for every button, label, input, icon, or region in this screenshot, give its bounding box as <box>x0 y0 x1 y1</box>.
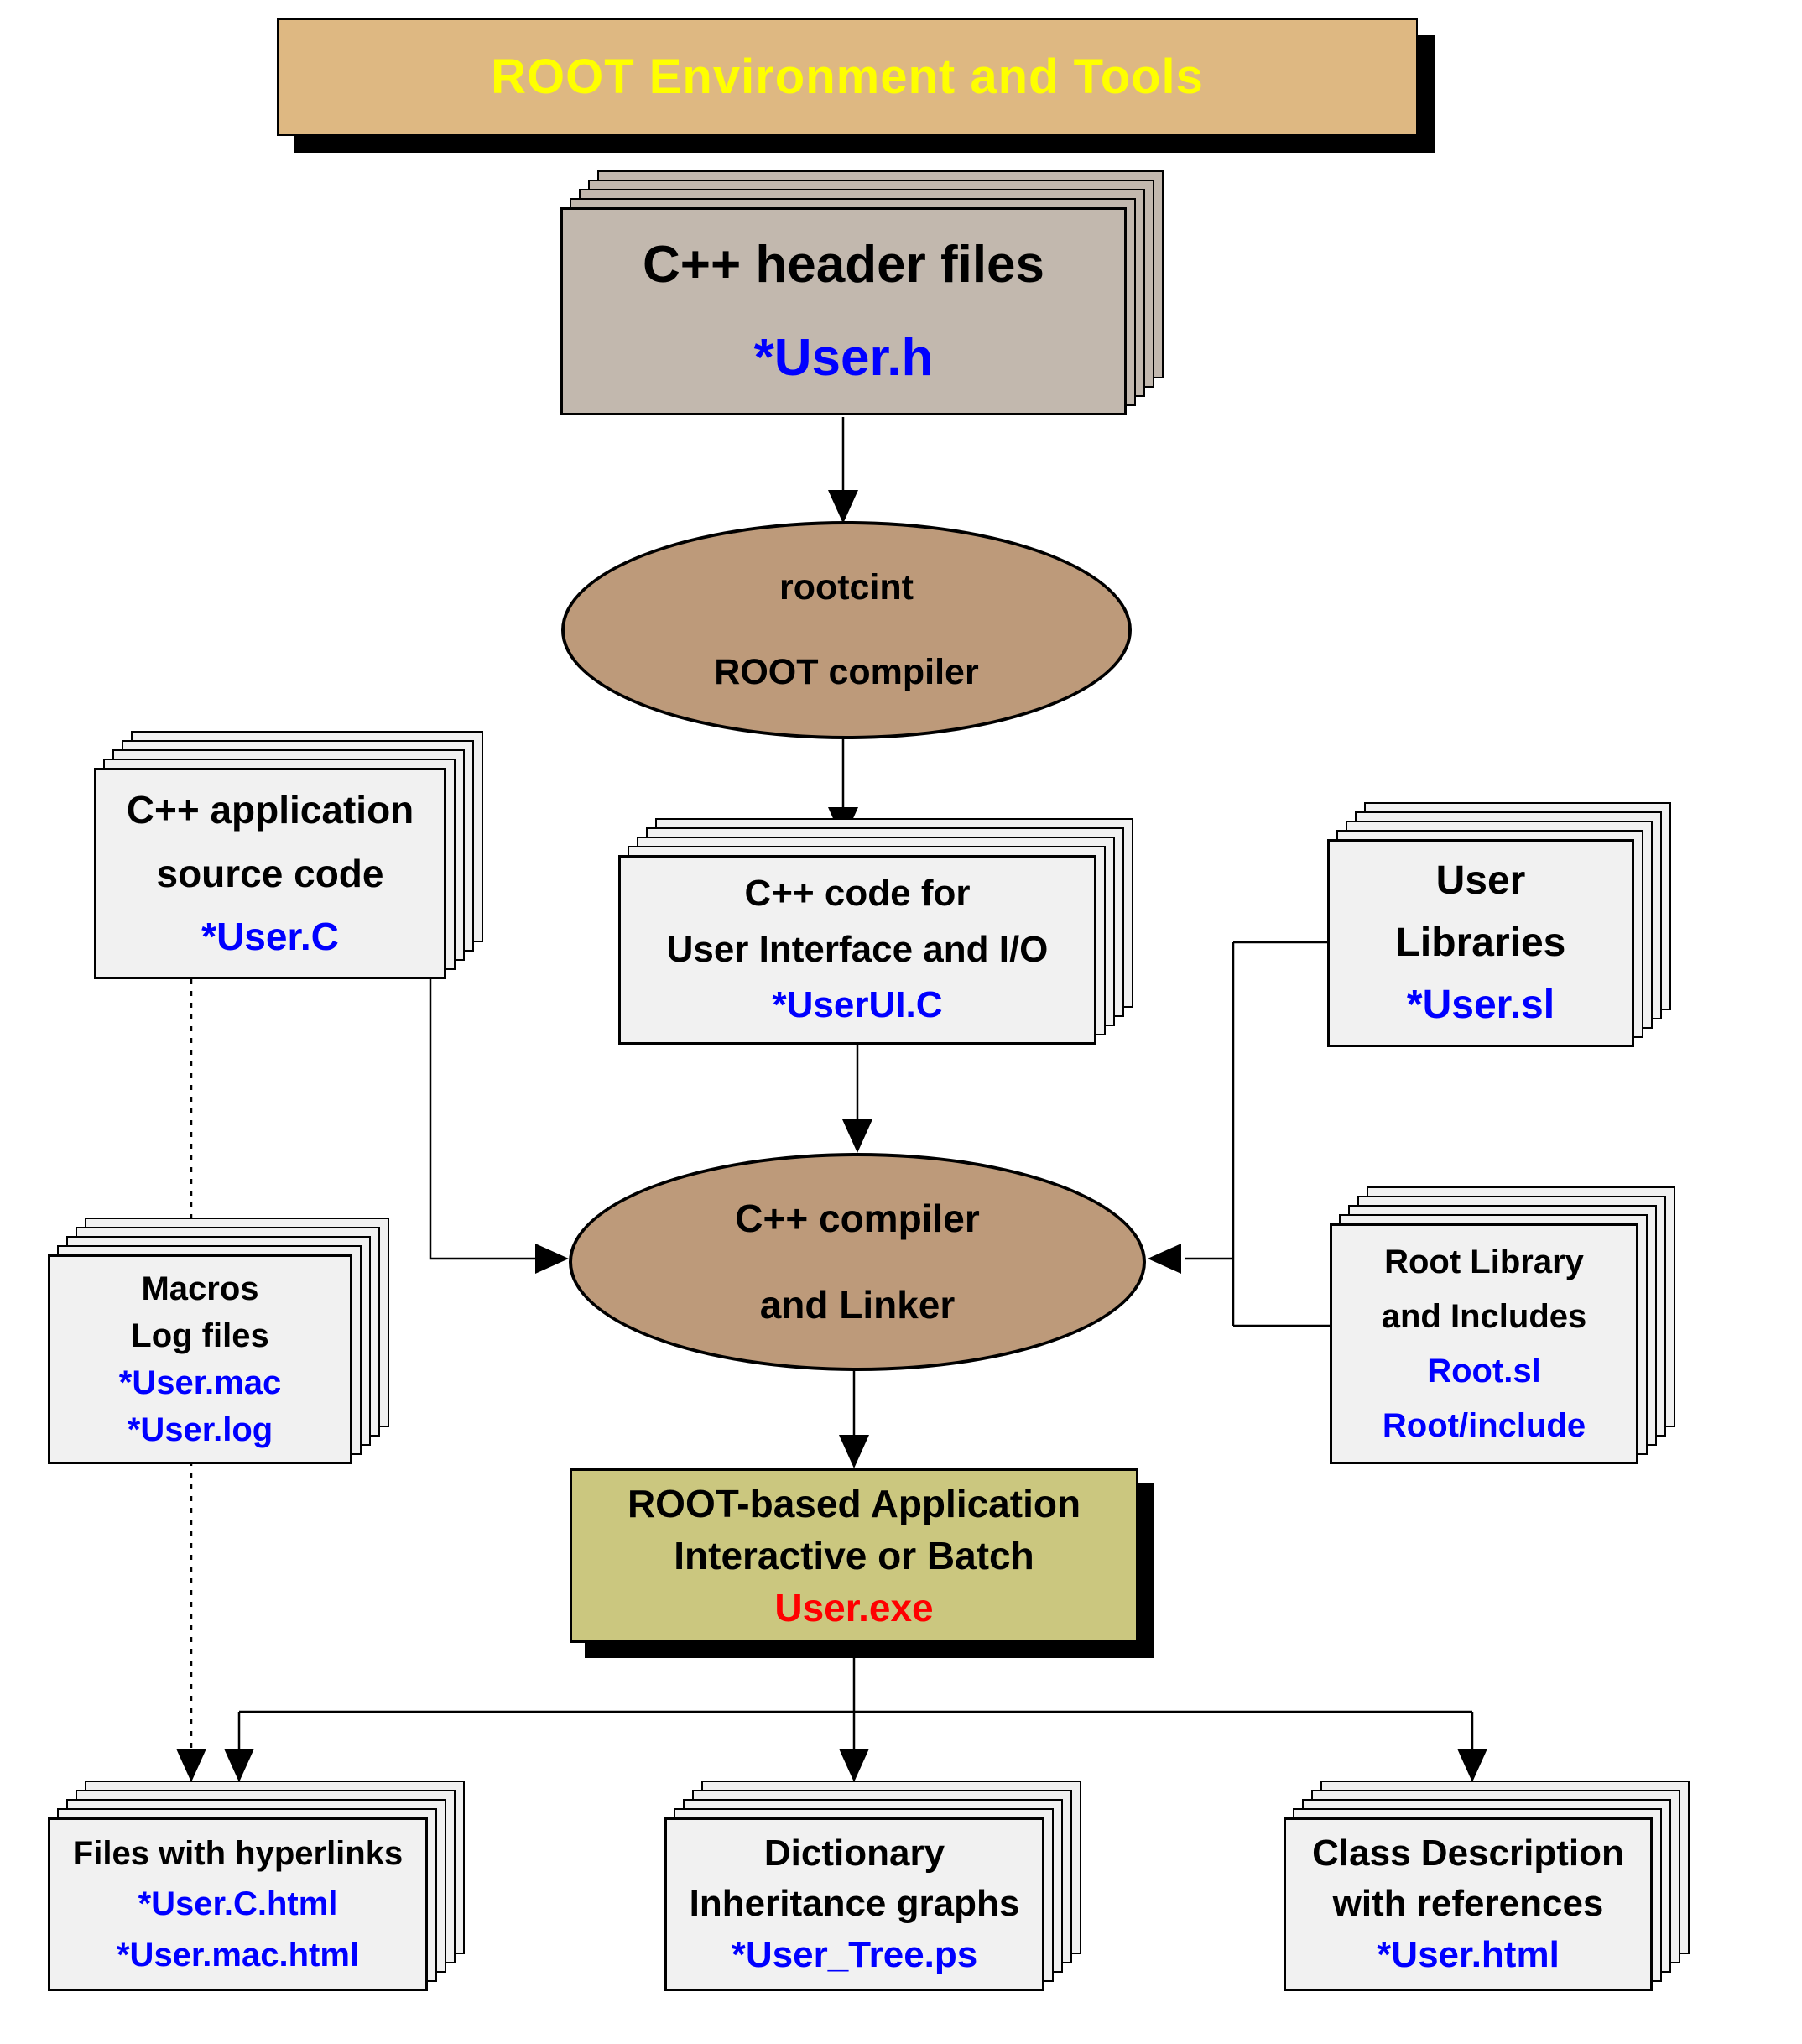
node-label: and Linker <box>759 1283 956 1327</box>
arrowhead-down-dictionary <box>839 1749 869 1782</box>
node-label: source code <box>156 851 384 895</box>
node-label: and Includes <box>1381 1297 1587 1335</box>
macros-logfiles-box: Macros Log files *User.mac *User.log <box>48 1254 352 1464</box>
user-libraries-box: User Libraries *User.sl <box>1327 839 1634 1047</box>
hyperlink-files-stack: Files with hyperlinks *User.C.html *User… <box>48 1781 465 1991</box>
root-library-box: Root Library and Includes Root.sl Root/i… <box>1330 1223 1638 1464</box>
node-label: C++ application <box>126 788 414 832</box>
node-label: Macros <box>141 1270 259 1307</box>
arrowhead-left-compiler <box>1148 1244 1181 1274</box>
file-pattern-label: *User.log <box>127 1411 273 1448</box>
cpp-compiler-linker-ellipse: C++ compiler and Linker <box>569 1153 1146 1371</box>
application-source-stack: C++ application source code *User.C <box>94 731 483 979</box>
class-description-box: Class Description with references *User.… <box>1284 1817 1653 1991</box>
file-pattern-label: *User.mac.html <box>116 1936 360 1974</box>
header-files-stack: C++ header files *User.h <box>560 170 1164 415</box>
hyperlink-files-box: Files with hyperlinks *User.C.html *User… <box>48 1817 428 1991</box>
arrowhead-down-files <box>224 1749 254 1782</box>
node-label: ROOT-based Application <box>627 1481 1081 1525</box>
file-pattern-label: *User.C.html <box>138 1885 338 1923</box>
diagram-title-banner: ROOT Environment and Tools <box>277 18 1418 136</box>
file-pattern-label: Root.sl <box>1427 1353 1541 1390</box>
node-label: rootcint <box>779 566 914 607</box>
dictionary-stack: Dictionary Inheritance graphs *User_Tree… <box>664 1781 1081 1991</box>
node-label: Class Description <box>1312 1832 1624 1874</box>
user-libraries-stack: User Libraries *User.sl <box>1327 802 1671 1047</box>
node-label: User <box>1435 858 1526 904</box>
node-label: C++ compiler <box>735 1197 980 1241</box>
root-based-application-box: ROOT-based Application Interactive or Ba… <box>570 1468 1138 1643</box>
file-pattern-label: Root/include <box>1382 1407 1586 1445</box>
file-pattern-label: *User.h <box>753 328 934 387</box>
node-label: C++ header files <box>642 235 1045 294</box>
arrowhead-down-application <box>839 1435 869 1468</box>
file-pattern-label: *User.mac <box>118 1364 282 1401</box>
ui-code-stack: C++ code for User Interface and I/O *Use… <box>618 818 1133 1045</box>
ui-code-box: C++ code for User Interface and I/O *Use… <box>618 855 1096 1045</box>
header-files-box: C++ header files *User.h <box>560 207 1127 415</box>
dictionary-box: Dictionary Inheritance graphs *User_Tree… <box>664 1817 1044 1991</box>
application-source-box: C++ application source code *User.C <box>94 768 446 979</box>
class-description-stack: Class Description with references *User.… <box>1284 1781 1690 1991</box>
node-label: Libraries <box>1395 920 1566 966</box>
diagram-title: ROOT Environment and Tools <box>491 49 1204 104</box>
arrowhead-down-files-dotted <box>176 1749 206 1782</box>
node-label: Root Library <box>1384 1243 1584 1280</box>
arrowhead-down-compiler <box>842 1119 872 1153</box>
arrowhead-down-rootcint <box>828 490 858 524</box>
rootcint-compiler-ellipse: rootcint ROOT compiler <box>561 521 1132 739</box>
node-label: User Interface and I/O <box>666 928 1049 970</box>
file-pattern-label: *User.html <box>1377 1933 1560 1975</box>
node-label: Log files <box>131 1317 269 1354</box>
macros-logfiles-stack: Macros Log files *User.mac *User.log <box>48 1218 389 1464</box>
file-pattern-label: *User.C <box>201 914 339 958</box>
node-label: C++ code for <box>744 873 971 915</box>
arrowhead-down-classdesc <box>1457 1749 1487 1782</box>
node-label: Files with hyperlinks <box>72 1835 404 1873</box>
node-label: Interactive or Batch <box>674 1533 1034 1577</box>
root-library-stack: Root Library and Includes Root.sl Root/i… <box>1330 1186 1675 1464</box>
arrowhead-right-compiler <box>535 1244 569 1274</box>
node-label: ROOT compiler <box>714 652 979 692</box>
node-label: Inheritance graphs <box>689 1883 1020 1925</box>
executable-label: User.exe <box>774 1585 934 1629</box>
connector-appsource-to-compiler <box>429 979 539 1260</box>
file-pattern-label: *User.sl <box>1406 983 1555 1028</box>
file-pattern-label: *UserUI.C <box>772 984 943 1026</box>
node-label: Dictionary <box>763 1832 945 1874</box>
node-label: with references <box>1332 1883 1604 1925</box>
file-pattern-label: *User_Tree.ps <box>731 1933 978 1975</box>
